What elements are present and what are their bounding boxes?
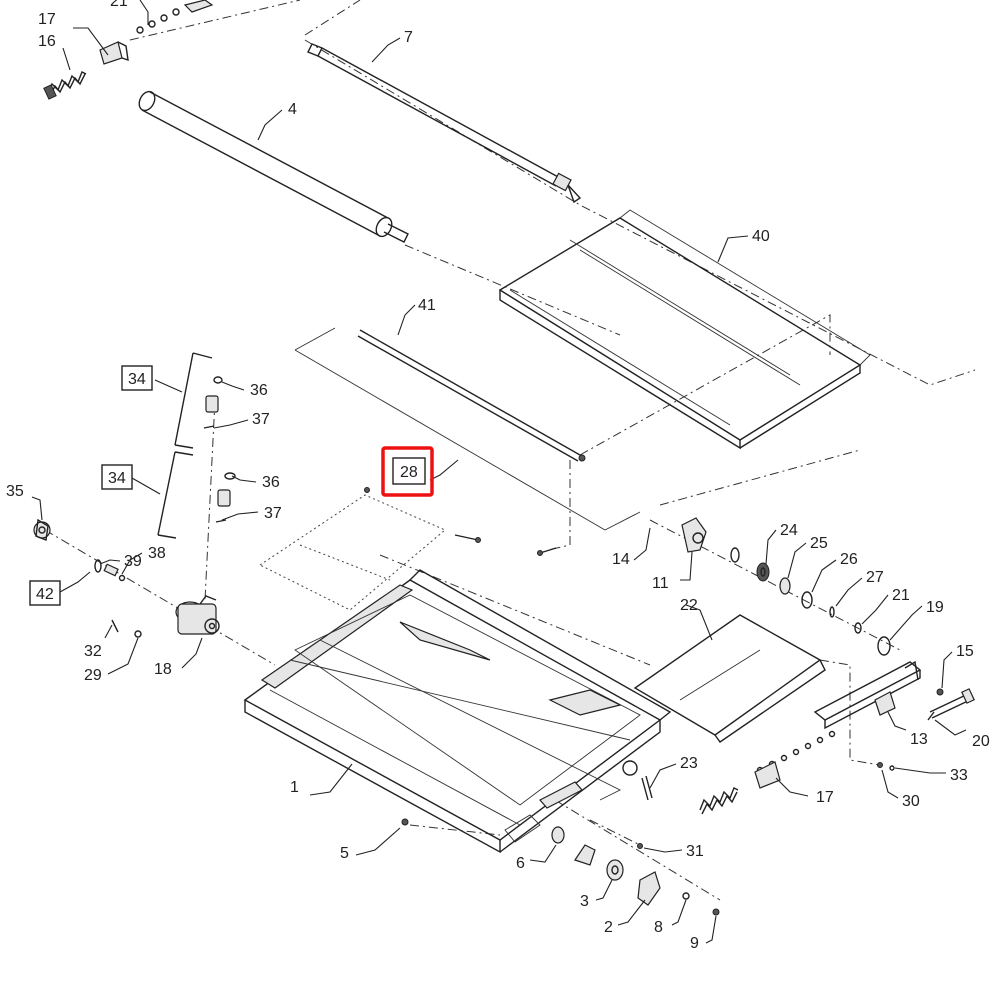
washers-21-top — [136, 0, 214, 34]
box-label-42: 42 — [36, 586, 54, 603]
pins-32-29 — [111, 619, 142, 638]
bracket-13 — [813, 660, 922, 730]
box-label-34: 34 — [108, 470, 126, 487]
collar-3 — [606, 859, 624, 881]
callout-21: 21 — [110, 0, 128, 10]
callout-38: 38 — [148, 545, 166, 562]
frame-1 — [243, 569, 672, 854]
callout-37: 37 — [264, 505, 282, 522]
pin-8 — [682, 892, 690, 900]
box-label-34: 34 — [128, 371, 146, 388]
bearing-housing-11 — [681, 517, 707, 553]
callout-14: 14 — [612, 551, 630, 568]
knob-35 — [33, 518, 51, 541]
callout-18: 18 — [154, 661, 172, 678]
washer-31 — [637, 843, 643, 849]
callout-11: 11 — [652, 575, 669, 592]
strip-41 — [357, 329, 586, 462]
callout-35: 35 — [6, 483, 24, 500]
callout-17: 17 — [816, 789, 834, 806]
lever-2 — [637, 871, 661, 906]
gearbox-18 — [175, 595, 220, 635]
callout-33: 33 — [950, 767, 968, 784]
spring-17-lower — [699, 730, 836, 815]
shaft-7 — [307, 43, 582, 204]
callout-32: 32 — [84, 643, 102, 660]
callout-15: 15 — [956, 643, 974, 660]
gear-bracket — [574, 844, 596, 866]
callout-8: 8 — [654, 919, 663, 936]
fasteners-30-33 — [877, 762, 895, 771]
bolt-5 — [401, 818, 409, 826]
callout-9: 9 — [690, 935, 699, 952]
roller-4 — [138, 90, 409, 243]
brackets-34 — [157, 352, 213, 539]
washers-24-27 — [730, 547, 862, 634]
cap-19 — [877, 636, 891, 656]
callout-2: 2 — [604, 919, 613, 936]
callout-22: 22 — [680, 597, 698, 614]
callout-30: 30 — [902, 793, 920, 810]
callout-20: 20 — [972, 733, 990, 750]
callout-31: 31 — [686, 843, 704, 860]
callout-19: 19 — [926, 599, 944, 616]
boxed-callout-34-upper: 34 — [121, 365, 153, 391]
boxed-callout-28-highlighted[interactable]: 28 — [381, 446, 434, 497]
callout-25: 25 — [810, 535, 828, 552]
callout-41: 41 — [418, 297, 436, 314]
boxed-callout-42: 42 — [29, 580, 61, 606]
dotted-panel — [259, 487, 446, 611]
bushing-6 — [551, 826, 565, 844]
spring-16 — [43, 71, 87, 100]
callout-13: 13 — [910, 731, 928, 748]
callout-labels: 17 21 16 7 4 40 41 36 37 36 37 35 39 38 … — [6, 0, 990, 952]
callout-3: 3 — [580, 893, 589, 910]
washer-39 — [94, 559, 102, 573]
sheet-28-outline — [294, 327, 641, 531]
box-label-28: 28 — [400, 464, 418, 481]
assembly-lines — [44, 0, 976, 901]
callout-17: 17 — [38, 11, 56, 28]
block-17-top — [99, 41, 129, 65]
callout-36: 36 — [250, 382, 268, 399]
small-bolts — [454, 534, 557, 556]
callout-24: 24 — [780, 522, 798, 539]
leader-lines — [31, 0, 967, 944]
fittings-36-37 — [203, 376, 236, 523]
callout-37: 37 — [252, 411, 270, 428]
callout-36: 36 — [262, 474, 280, 491]
bolt-15-20 — [927, 688, 975, 721]
callout-39: 39 — [124, 553, 142, 570]
callout-29: 29 — [84, 667, 102, 684]
callout-21: 21 — [892, 587, 910, 604]
callout-4: 4 — [288, 101, 297, 118]
plate-40 — [498, 209, 871, 450]
pin-38 — [103, 563, 126, 582]
boxed-callout-34-lower: 34 — [101, 464, 133, 490]
highlight-box — [381, 446, 434, 497]
nut-9 — [712, 908, 720, 916]
callout-5: 5 — [340, 845, 349, 862]
callout-23: 23 — [680, 755, 698, 772]
callout-6: 6 — [516, 855, 525, 872]
pin-23 — [641, 775, 653, 801]
callout-40: 40 — [752, 228, 770, 245]
callout-27: 27 — [866, 569, 884, 586]
callout-26: 26 — [840, 551, 858, 568]
callout-7: 7 — [404, 29, 413, 46]
callout-1: 1 — [290, 779, 299, 796]
cover-22 — [633, 614, 826, 743]
callout-16: 16 — [38, 33, 56, 50]
